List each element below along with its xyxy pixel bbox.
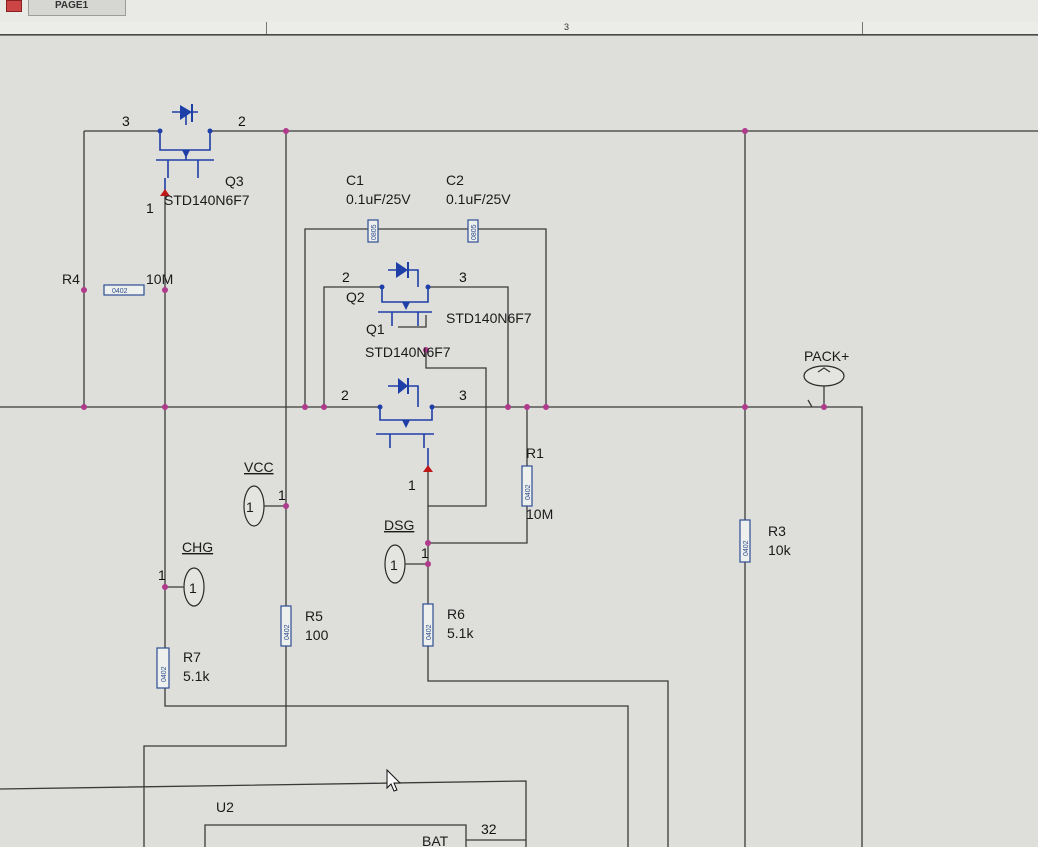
q2-pin-left: 2 [342,269,350,285]
vcc-port-number: 1 [246,499,254,515]
r5-package: 0402 [284,624,291,640]
vcc-label: VCC [244,459,274,475]
c1-package: 0805 [371,224,378,240]
r1-resistor-symbol[interactable]: 0402 [521,465,533,507]
r6-resistor-symbol[interactable]: 0402 [422,603,434,647]
q3-mosfet-symbol[interactable] [156,104,214,196]
r3-resistor-symbol[interactable]: 0402 [739,519,751,563]
q1-value: STD140N6F7 [365,344,451,360]
dsg-label: DSG [384,517,414,533]
q2-ref: Q2 [346,289,365,305]
r4-value: 10M [146,271,173,287]
r4-package: 0402 [112,288,128,295]
chg-pin: 1 [158,567,166,583]
chg-label: CHG [182,539,213,555]
r7-value: 5.1k [183,668,210,684]
c2-package: 0805 [471,224,478,240]
c2-capacitor-symbol[interactable]: 0805 [467,219,479,243]
c1-value: 0.1uF/25V [346,191,411,207]
wire-pack [807,386,825,408]
wire-main-bus [0,406,863,847]
r4-ref: R4 [62,271,80,287]
tab-page1[interactable]: PAGE1 [28,0,126,16]
r5-value: 100 [305,627,329,643]
dsg-port[interactable]: 1 1 DSG [384,517,429,584]
q3-pin-right: 2 [238,113,246,129]
u2-body [204,824,467,847]
r7-package: 0402 [161,666,168,682]
ruler-mark [266,22,267,34]
ruler-label: 3 [564,22,570,32]
r5-ref: R5 [305,608,323,624]
q1-mosfet-symbol[interactable] [376,378,434,472]
junction-dots [81,128,827,590]
u2-pin-name: BAT [422,833,449,847]
r7-ref: R7 [183,649,201,665]
r6-package: 0402 [426,624,433,640]
chg-port[interactable]: 1 1 CHG [158,539,213,607]
pack-plus-label: PACK+ [804,348,849,364]
q1-ref: Q1 [366,321,385,337]
chg-port-number: 1 [189,580,197,596]
r4-resistor-symbol[interactable]: 0402 [103,284,145,296]
wire-lower-net [0,780,527,847]
pack-plus-port[interactable]: PACK+ [803,348,849,387]
q1-pin-left: 2 [341,387,349,403]
wire-dsg-net [427,506,669,847]
wire-cap-loop [304,228,547,407]
c2-ref: C2 [446,172,464,188]
q2-value: STD140N6F7 [446,310,532,326]
r6-value: 5.1k [447,625,474,641]
wire-r1 [428,407,528,544]
u2-pin-number: 32 [481,821,497,837]
ruler-mark [862,22,863,34]
q1-pin-right: 3 [459,387,467,403]
q3-pin-left: 3 [122,113,130,129]
c1-capacitor-symbol[interactable]: 0805 [367,219,379,243]
r1-ref: R1 [526,445,544,461]
u2-ref: U2 [216,799,234,815]
q3-value: STD140N6F7 [164,192,250,208]
wire-q2-drain-source [323,286,509,407]
r5-resistor-symbol[interactable]: 0402 [280,605,292,647]
q2-pin-right: 3 [459,269,467,285]
r3-package: 0402 [743,540,750,556]
r3-value: 10k [768,542,792,558]
r1-value: 10M [526,506,553,522]
c1-ref: C1 [346,172,364,188]
r1-package: 0402 [525,484,532,500]
r7-resistor-symbol[interactable]: 0402 [156,647,170,689]
pin-dots [157,128,435,410]
q2-mosfet-symbol[interactable] [378,262,432,326]
mouse-cursor-icon [386,768,402,792]
dsg-pin: 1 [421,545,429,561]
q1-pin-gate: 1 [408,477,416,493]
wire-chg-net [164,190,629,847]
page-icon [6,0,22,12]
q3-ref: Q3 [225,173,244,189]
r6-ref: R6 [447,606,465,622]
vcc-port[interactable]: 1 1 VCC [243,459,286,527]
wire-vcc-net [143,131,287,847]
vcc-pin: 1 [278,487,286,503]
wire-gate-link [398,315,487,507]
r3-ref: R3 [768,523,786,539]
q3-pin-gate: 1 [146,200,154,216]
c2-value: 0.1uF/25V [446,191,511,207]
dsg-port-number: 1 [390,557,398,573]
